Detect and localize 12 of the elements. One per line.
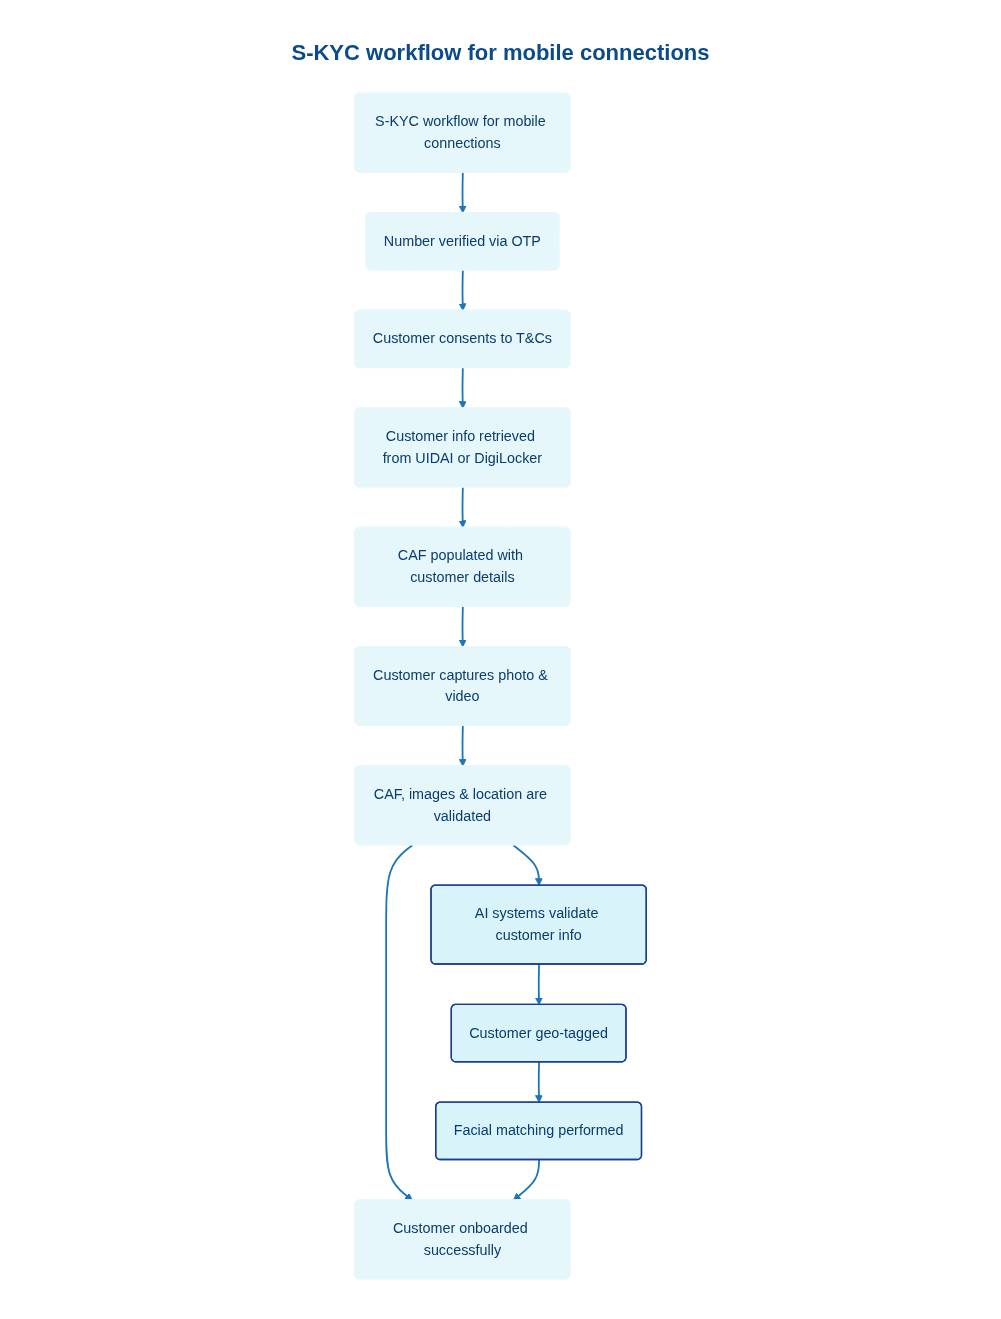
arrow [458,269,467,311]
arrow [458,486,467,529]
arrow [385,844,414,1201]
arrow [534,1061,543,1103]
arrow [512,1159,540,1201]
diagram-title: S-KYC workflow for mobile connections [290,40,711,66]
arrow [512,844,543,886]
arrow [458,171,467,214]
arrow [458,725,467,767]
arrow [458,605,467,648]
arrow [458,367,467,409]
arrow [534,963,543,1006]
